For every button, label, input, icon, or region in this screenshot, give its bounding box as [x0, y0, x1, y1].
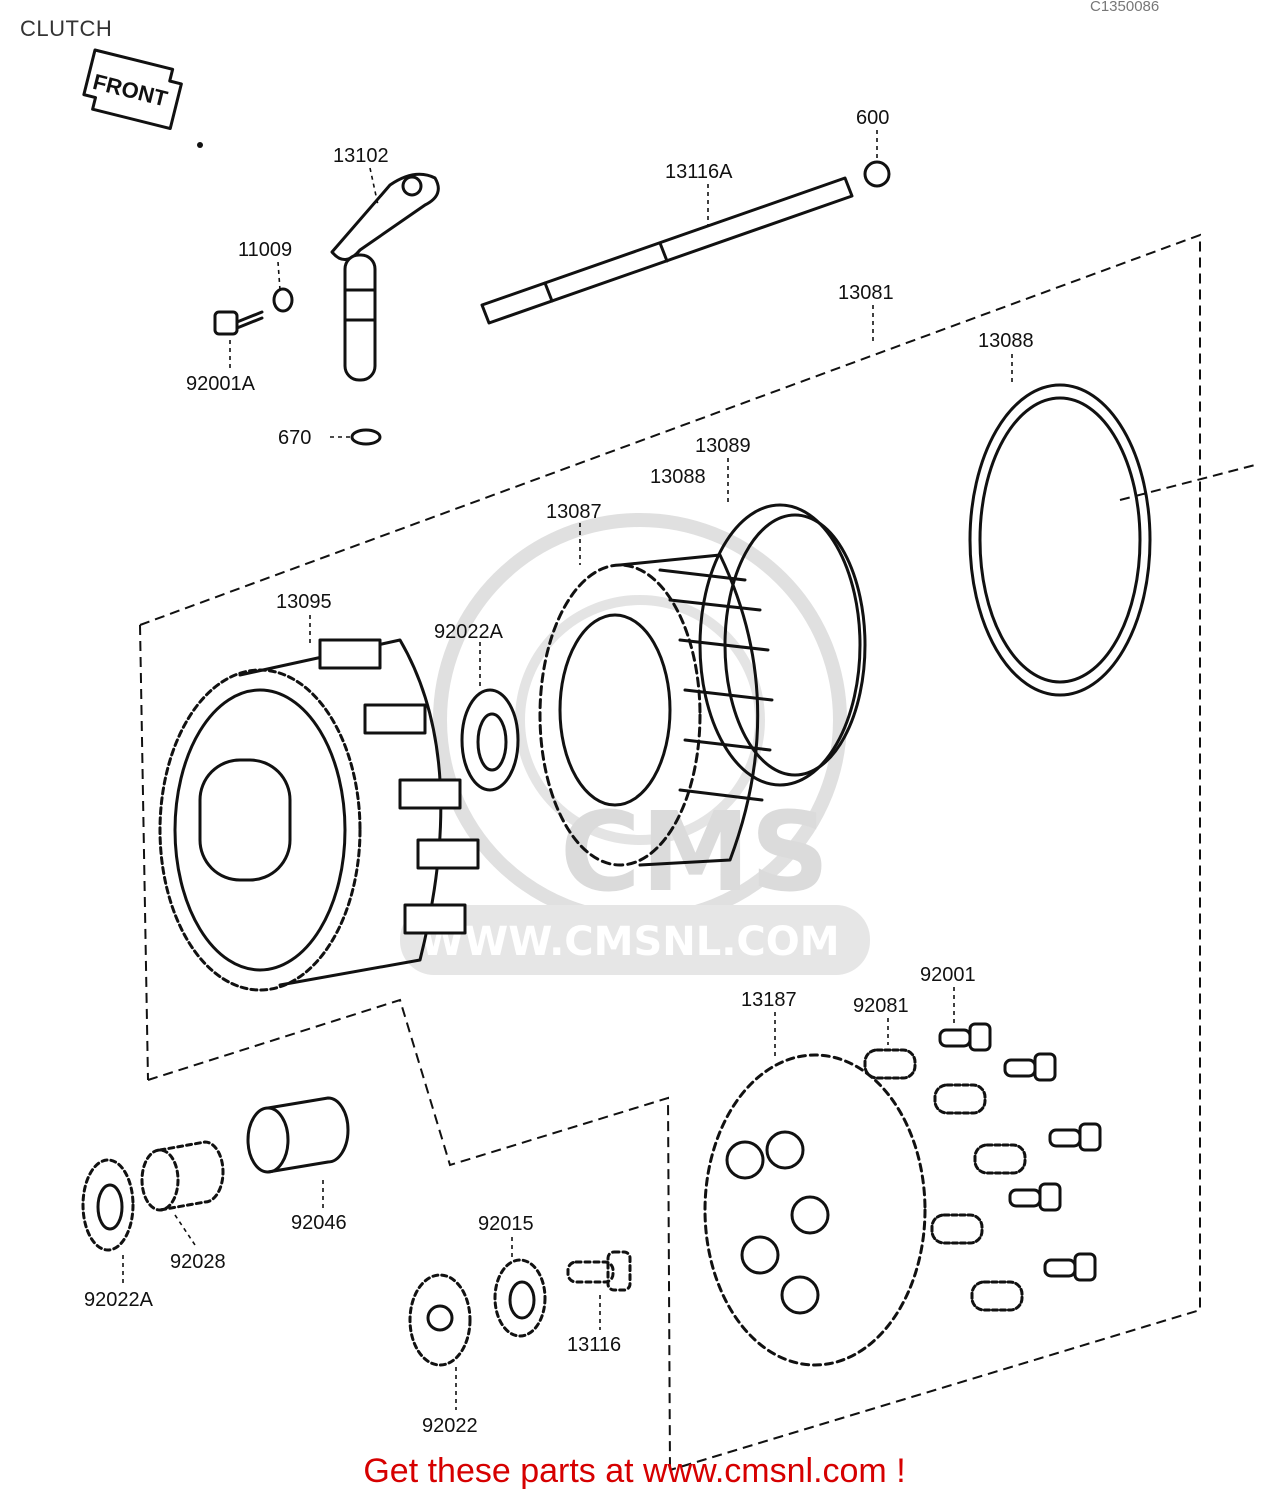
- bearing-92015: [493, 1258, 547, 1338]
- footer-link[interactable]: Get these parts at www.cmsnl.com !: [363, 1452, 906, 1490]
- ball-600: [863, 160, 891, 188]
- bolt: [1048, 1122, 1102, 1152]
- part-label-13088-right: 13088: [978, 330, 1034, 352]
- part-label-92022a-bottom: 92022A: [84, 1289, 154, 1311]
- washer-92022: [408, 1273, 472, 1367]
- clutch-housing: [158, 638, 480, 992]
- bolt: [1003, 1052, 1057, 1082]
- watermark-url: WWW.CMSNL.COM: [420, 919, 840, 965]
- part-label-13187: 13187: [741, 989, 797, 1011]
- spring: [970, 1280, 1024, 1312]
- diagram-title: CLUTCH: [20, 16, 113, 41]
- part-label-13088-center: 13088: [650, 466, 706, 488]
- screw-92001a: [213, 310, 264, 336]
- bolt: [938, 1022, 992, 1052]
- footer-cta[interactable]: Get these parts at www.cmsnl.com !: [0, 1452, 1269, 1491]
- part-label-13087: 13087: [546, 501, 602, 523]
- spring: [863, 1048, 917, 1080]
- watermark-brand: CMS: [560, 788, 829, 916]
- part-label-92022a-top: 92022A: [434, 621, 504, 643]
- spring: [933, 1083, 987, 1115]
- part-label-92022: 92022: [422, 1415, 478, 1437]
- pressure-plate: [703, 1053, 927, 1367]
- leader-lines: [122, 130, 1013, 1410]
- spring: [930, 1213, 984, 1245]
- bolt: [1008, 1182, 1062, 1212]
- springs-and-bolts: [863, 1022, 1102, 1312]
- push-rod: [480, 176, 854, 325]
- clutch-hub: [538, 553, 774, 867]
- front-marker: FRONT: [82, 48, 183, 131]
- diagram-code: C1350086: [1090, 0, 1160, 15]
- bolt: [1043, 1252, 1097, 1282]
- cms-watermark: CMS WWW.CMSNL.COM: [400, 513, 870, 975]
- part-label-13116a: 13116A: [665, 161, 733, 183]
- part-label-92028: 92028: [170, 1251, 226, 1273]
- thrust-washer-top: [460, 688, 520, 792]
- o-ring-670: [350, 428, 382, 446]
- part-label-13102: 13102: [333, 145, 389, 167]
- plate-stack: [698, 503, 867, 787]
- part-label-92046: 92046: [291, 1212, 347, 1234]
- needle-bearing-92046: [246, 1096, 350, 1174]
- part-label-92015: 92015: [478, 1213, 534, 1235]
- washer-11009: [272, 287, 294, 313]
- part-label-13081: 13081: [838, 282, 894, 304]
- part-label-600: 600: [856, 107, 889, 129]
- release-lever: [330, 172, 440, 382]
- part-labels: 13102 11009 92001A 670 13116A 600 13081 …: [84, 107, 1034, 1437]
- part-label-13089: 13089: [695, 435, 751, 457]
- washer-92022a-bottom: [81, 1158, 135, 1252]
- part-label-670: 670: [278, 427, 311, 449]
- part-label-11009: 11009: [238, 239, 292, 261]
- assembly-outline: [139, 233, 1256, 1471]
- part-label-92001a: 92001A: [186, 373, 256, 395]
- part-label-92001: 92001: [920, 964, 976, 986]
- friction-plate: [968, 383, 1152, 697]
- part-label-13116: 13116: [567, 1334, 621, 1356]
- part-label-92081: 92081: [853, 995, 909, 1017]
- spring: [973, 1143, 1027, 1175]
- part-label-13095: 13095: [276, 591, 332, 613]
- sleeve-92028: [140, 1140, 225, 1212]
- pusher-13116: [566, 1250, 632, 1292]
